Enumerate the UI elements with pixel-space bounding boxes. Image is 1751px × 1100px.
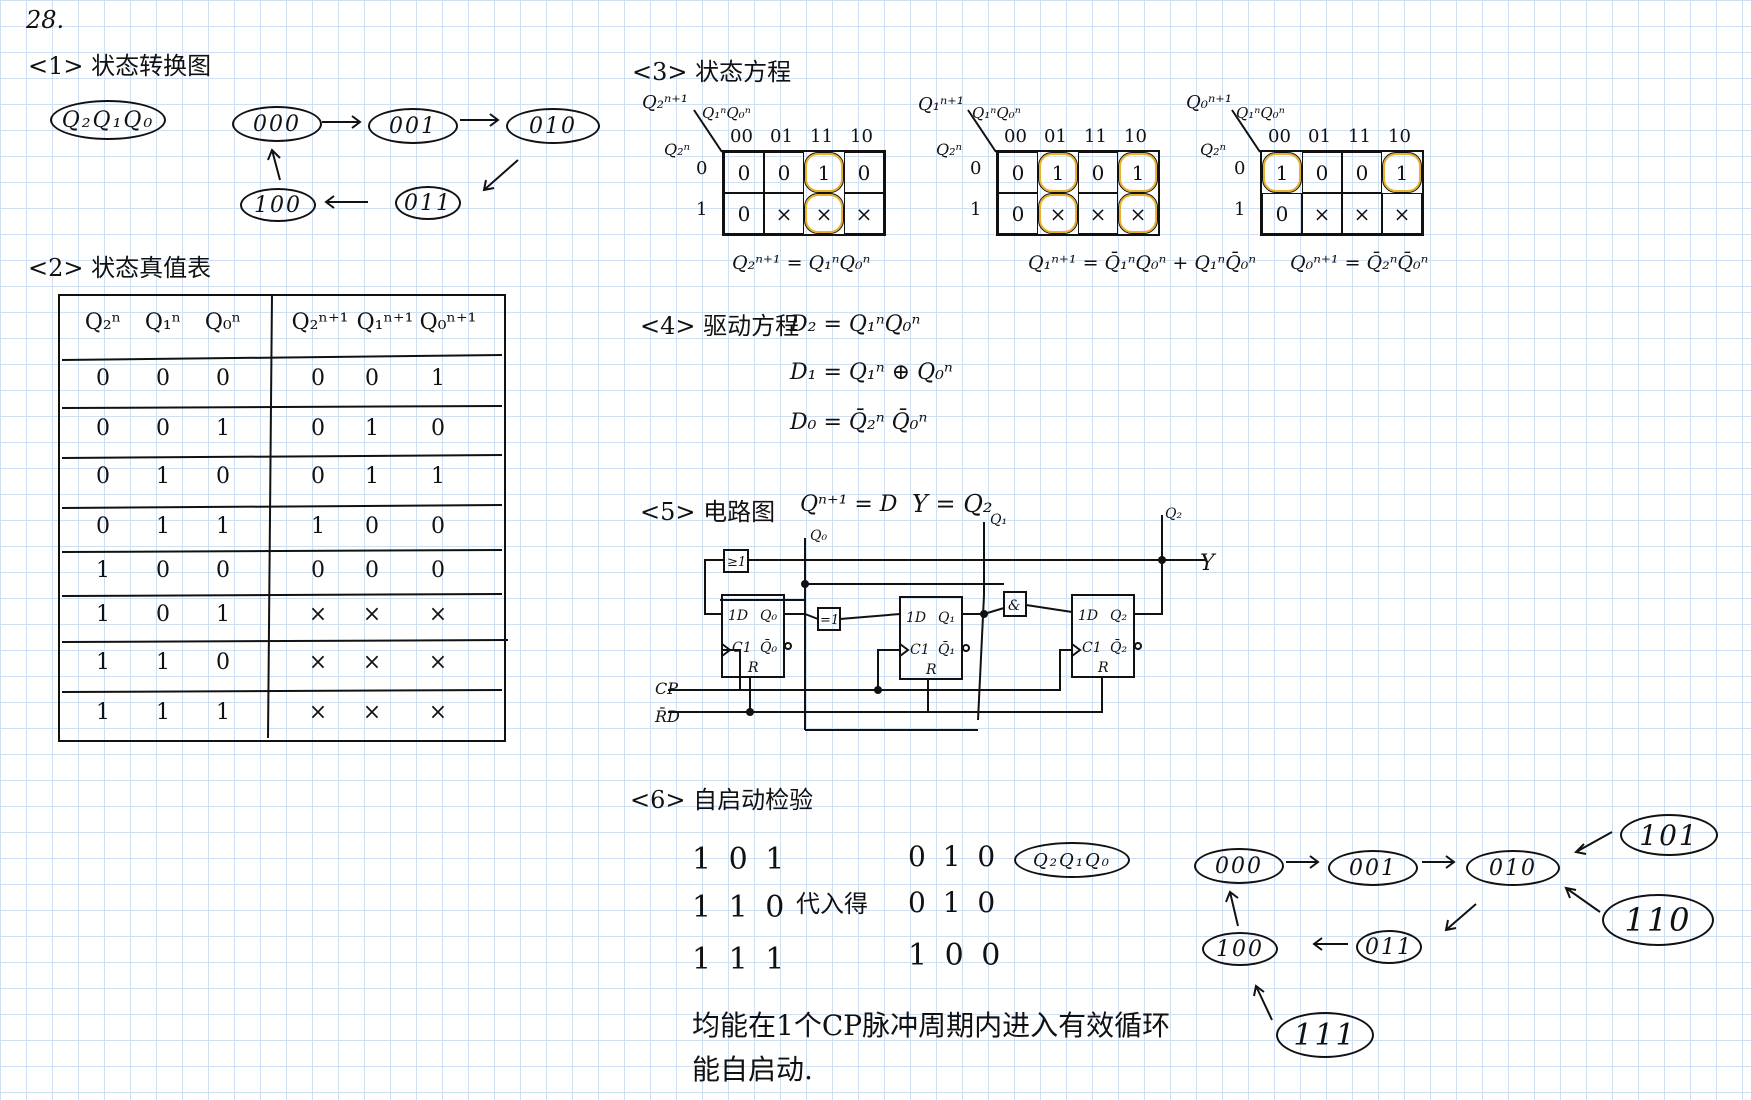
node-cp — [874, 686, 882, 694]
s6-state-110: 110 — [1602, 894, 1714, 946]
wire-xor-ff1 — [840, 614, 900, 619]
ff1-d: 1D — [906, 610, 926, 626]
truth-table-rule — [62, 505, 502, 508]
truth-table-divider — [268, 294, 272, 738]
s6-output-110: 0 1 0 — [908, 886, 999, 919]
lbl-q1: Q₁ — [990, 512, 1007, 528]
ff0-qb: Q̄₀ — [760, 638, 777, 656]
truth-table-rule — [62, 550, 502, 552]
ff0-qbar-bubble — [785, 643, 791, 649]
truth-table-rule — [62, 406, 502, 408]
wire-q2-bus — [1134, 515, 1162, 614]
lbl-q0: Q₀ — [810, 528, 827, 544]
ff2-qb: Q̄₂ — [1110, 638, 1127, 656]
node-rd — [746, 708, 754, 716]
ff1-c: C1 — [910, 642, 930, 658]
lbl-and-gate: & — [1008, 598, 1020, 614]
s1-arrow-100-000 — [268, 150, 280, 180]
ff1-qb: Q̄₁ — [938, 640, 955, 658]
s6-state-000: 000 — [1194, 848, 1284, 884]
s6-conclusion-line1: 均能在1个CP脉冲周期内进入有效循环 — [692, 1004, 1170, 1044]
wire-and-ff2 — [1026, 605, 1072, 612]
s6-state-100: 100 — [1202, 932, 1278, 966]
wire-cp-ff0 — [722, 650, 740, 690]
ff2-qbar-bubble — [1135, 643, 1141, 649]
lbl-y: Y — [1200, 551, 1217, 576]
ff2-clock — [1072, 644, 1080, 656]
wire-cp — [668, 650, 1072, 690]
s6-input-110: 1 1 0 — [692, 890, 788, 925]
truth-table-rule — [62, 355, 502, 360]
s6-output-101: 0 1 0 — [908, 840, 999, 873]
ff0-c: C1 — [732, 640, 752, 656]
s6-state-001: 001 — [1328, 850, 1418, 886]
s6-arrow-010-011 — [1446, 904, 1476, 930]
truth-table-rule — [62, 594, 502, 596]
node-q0 — [801, 580, 809, 588]
node-q1 — [980, 610, 988, 618]
node-y — [1158, 556, 1166, 564]
ff1-qbar-bubble — [963, 645, 969, 651]
ff2-q: Q₂ — [1110, 608, 1127, 624]
ff1-q: Q₁ — [938, 610, 955, 626]
section6-title: <6> 自启动检验 — [630, 780, 813, 815]
ff1-r: R — [925, 662, 937, 678]
s6-arrow-001-010 — [1422, 856, 1454, 868]
s6-conclusion-line2: 能自启动. — [692, 1048, 813, 1088]
s6-state-legend: Q₂Q₁Q₀ — [1014, 842, 1130, 878]
wire-q0-xor — [805, 614, 818, 619]
lbl-q2: Q₂ — [1165, 506, 1182, 522]
s6-state-101: 101 — [1620, 814, 1718, 856]
truth-table-rule — [62, 455, 502, 458]
s6-arrow-111-100 — [1254, 986, 1272, 1020]
s1-arrow-000-001 — [322, 116, 360, 128]
wire-rd — [668, 677, 1102, 712]
s6-arrow-101-010 — [1576, 832, 1612, 854]
s6-input-101: 1 0 1 — [692, 842, 788, 877]
kmap1-corner — [694, 110, 722, 152]
s6-arrow-100-000 — [1226, 892, 1238, 926]
lbl-xor-gate: =1 — [820, 613, 839, 628]
s1-arrow-011-100 — [326, 196, 368, 208]
ff0-d: 1D — [728, 608, 748, 624]
kmap3-corner — [1232, 110, 1260, 152]
truth-table-rule — [62, 690, 502, 692]
s6-state-111: 111 — [1276, 1012, 1374, 1058]
s6-state-011: 011 — [1356, 930, 1422, 964]
ff2-c: C1 — [1082, 640, 1102, 656]
ff2-d: 1D — [1078, 608, 1098, 624]
lbl-cp: CP — [655, 679, 678, 698]
ff0-r: R — [747, 660, 759, 676]
ff1-clock — [900, 644, 908, 656]
ff2-r: R — [1097, 660, 1109, 676]
kmap2-corner — [968, 110, 996, 152]
ff0-q: Q₀ — [760, 608, 777, 624]
lbl-or-gate: ≥1 — [727, 555, 746, 570]
s6-input-111: 1 1 1 — [692, 942, 788, 977]
s6-arrow-110-010 — [1566, 888, 1600, 912]
wire-cp-ff1 — [878, 650, 900, 690]
s1-arrow-010-011 — [484, 160, 518, 190]
lbl-rd: R̄D — [654, 705, 680, 726]
s6-arrow-011-100 — [1314, 938, 1348, 950]
s6-substitute-label: 代入得 — [796, 884, 868, 919]
s6-output-111: 1 0 0 — [908, 938, 1004, 973]
s6-state-010: 010 — [1466, 850, 1560, 886]
s6-arrow-000-001 — [1286, 856, 1318, 868]
s1-arrow-001-010 — [460, 114, 498, 126]
truth-table-rule — [62, 640, 508, 642]
